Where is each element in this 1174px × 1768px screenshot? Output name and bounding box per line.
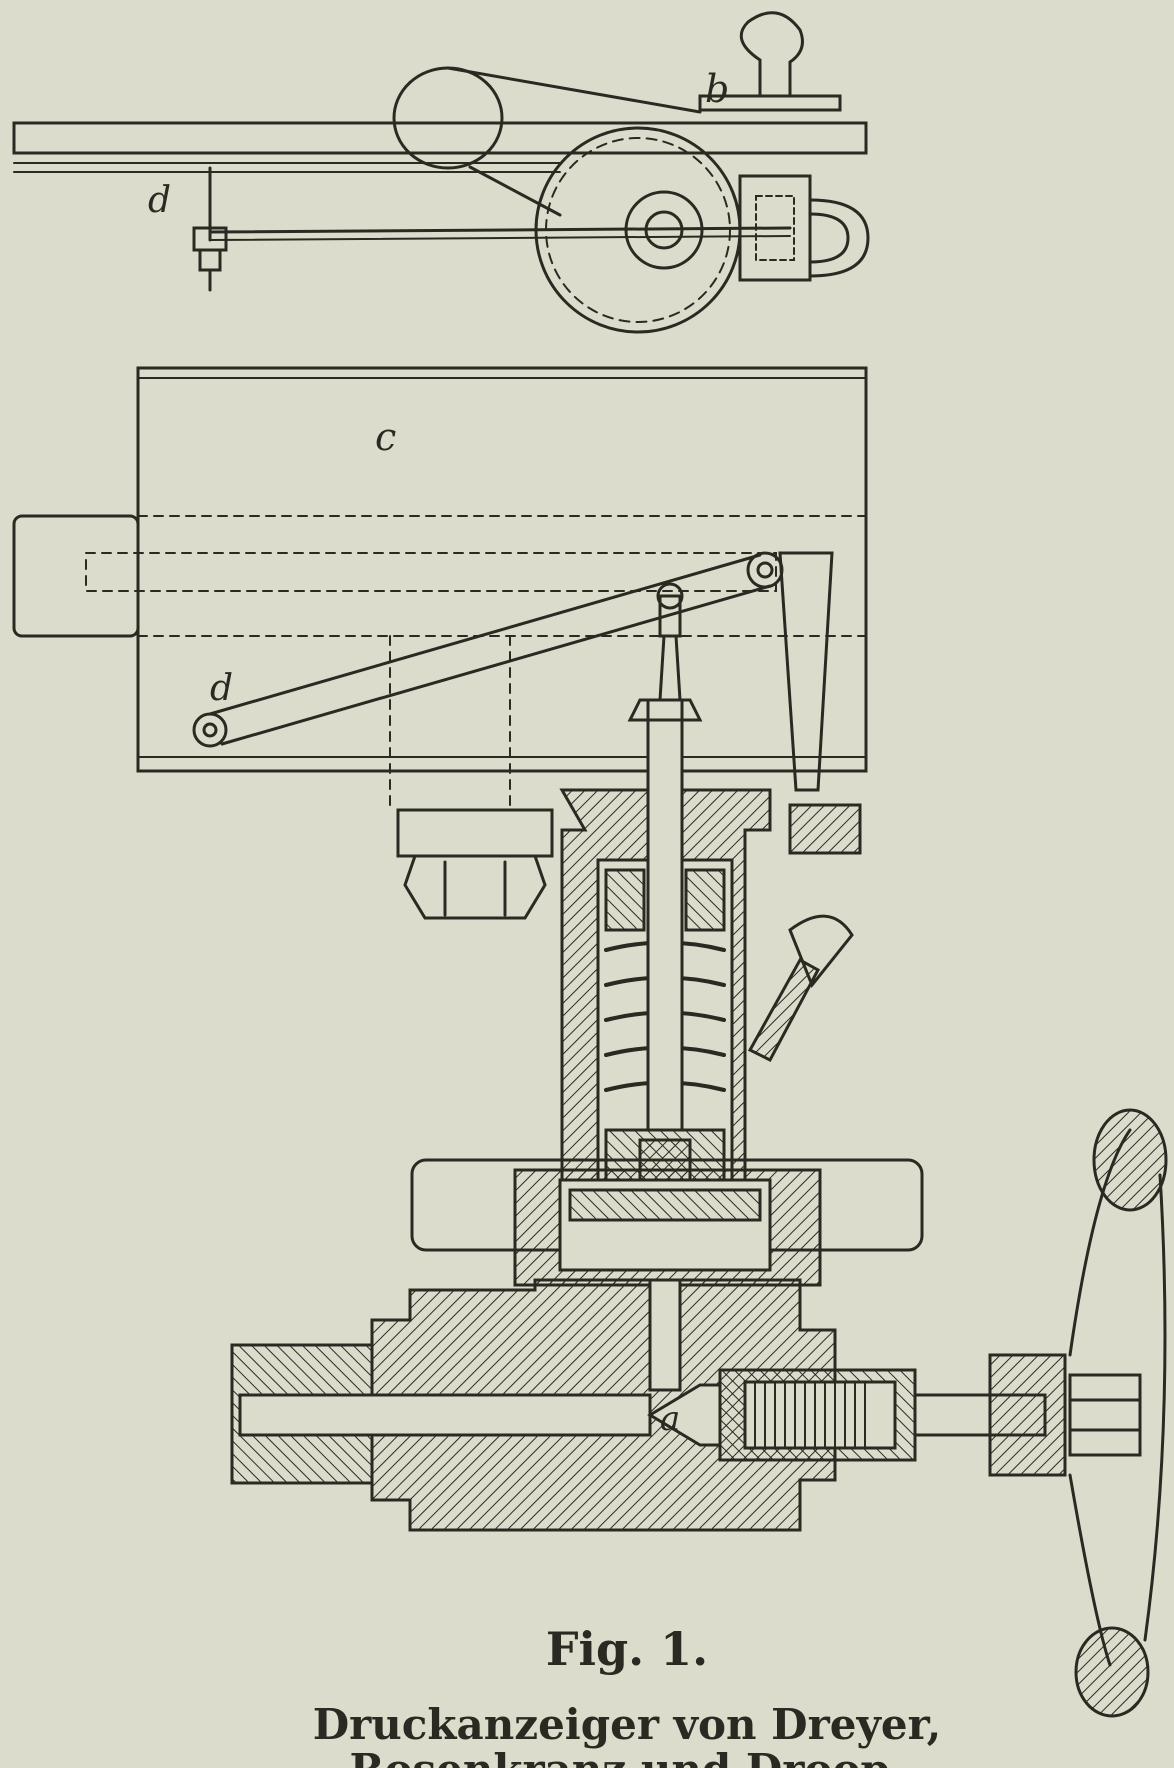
pivot-d <box>192 712 228 748</box>
section-view <box>230 698 1168 1718</box>
top-view <box>12 11 870 334</box>
knob-b <box>739 11 804 98</box>
middle-view <box>12 366 868 811</box>
wheel-hub <box>988 1353 1067 1477</box>
hand-wheel-bottom <box>1074 1626 1150 1718</box>
label-a: a <box>660 1399 680 1439</box>
left-tab <box>12 514 140 638</box>
label-d-top: d <box>148 180 171 221</box>
piston-stem <box>646 698 684 1132</box>
figure-title: Druckanzeiger von Dreyer, <box>312 1700 942 1749</box>
figure-number: Fig. 1. <box>545 1622 709 1676</box>
hand-wheel-top <box>1092 1108 1168 1212</box>
label-d-mid: d <box>210 668 233 709</box>
figure-subtitle: Rosenkranz und Droop. <box>40 1748 1174 1768</box>
label-c: c <box>375 415 396 459</box>
side-cock <box>788 914 854 988</box>
knob-base <box>698 94 842 112</box>
top-bar <box>12 121 868 155</box>
side-nut <box>396 808 554 858</box>
label-b: b <box>705 67 729 111</box>
